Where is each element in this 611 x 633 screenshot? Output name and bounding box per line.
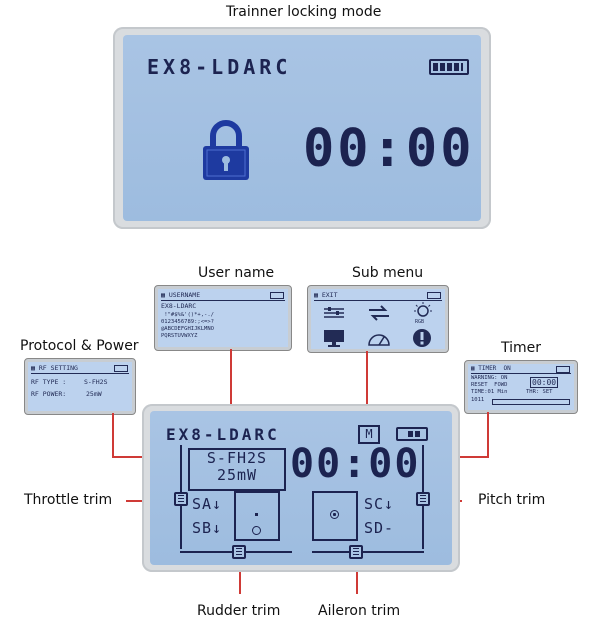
timer-callout-line-v — [487, 412, 489, 458]
lock-screen-display: EX8-LDARC 00:00 — [123, 35, 481, 221]
battery-icon — [114, 365, 128, 372]
rf-type-value[interactable]: S-FH2S — [84, 378, 108, 386]
main-screen-display: EX8-LDARC M S-FH2S 25mW 00:00 SA↓ SB↓ SC… — [150, 411, 452, 565]
aileron-trim-caption: Aileron trim — [318, 603, 401, 619]
left-stick-center — [255, 513, 258, 516]
throttle-trim-marker[interactable] — [174, 492, 188, 506]
rf-setting-screen: ▦ RF SETTING RF TYPE : S-FH2S RF POWER: … — [24, 358, 136, 415]
lock-model-name: EX8-LDARC — [147, 55, 292, 79]
right-stick-position — [330, 510, 339, 519]
battery-icon — [429, 59, 469, 75]
charset-line-1: !"#$%&'()*+,-./ — [161, 312, 214, 318]
pitch-trim-caption: Pitch trim — [478, 492, 546, 508]
rf-power-value[interactable]: 25mW — [86, 390, 102, 398]
pitch-trim-marker[interactable] — [416, 492, 430, 506]
lock-icon — [203, 120, 249, 180]
battery-icon — [427, 292, 441, 299]
timer-caption: Timer — [501, 340, 542, 356]
switch-sa: SA↓ — [192, 495, 223, 513]
username-value: EX8-LDARC — [161, 302, 197, 310]
aileron-trim-track — [312, 551, 424, 553]
gauge-icon[interactable] — [367, 329, 391, 347]
timer-reset[interactable]: RESET FOWD — [471, 382, 508, 388]
rf-type-label: RF TYPE : — [31, 378, 67, 386]
left-stick-box — [234, 491, 280, 541]
protocol-power-caption: Protocol & Power — [20, 338, 139, 354]
main-screen-frame: EX8-LDARC M S-FH2S 25mW 00:00 SA↓ SB↓ SC… — [142, 404, 460, 572]
protocol-value: S-FH2S — [206, 449, 268, 467]
main-model-name: EX8-LDARC — [166, 425, 280, 444]
submenu-screen: ▦ EXIT RGB — [307, 285, 449, 353]
timer-count: 1011 — [471, 397, 485, 403]
battery-icon — [556, 366, 570, 373]
rgb-light-icon[interactable]: RGB — [411, 302, 435, 324]
mode-badge: M — [358, 425, 380, 444]
power-value: 25mW — [216, 466, 258, 484]
rudder-trim-caption: Rudder trim — [197, 603, 281, 619]
timer-time[interactable]: TIME:01 Min — [471, 389, 508, 395]
timer-thr[interactable]: THR: SET — [526, 389, 553, 395]
protocol-power-box[interactable]: S-FH2S 25mW — [188, 448, 286, 491]
charset-line-4: PQRSTUVWXYZ — [161, 333, 198, 339]
username-screen: ▦ USERNAME EX8-LDARC !"#$%&'()*+,-./ 012… — [154, 285, 292, 351]
timer-title: ▦ TIMER ON — [471, 365, 511, 372]
username-callout-line — [230, 349, 232, 425]
battery-icon — [396, 427, 428, 441]
switch-sc: SC↓ — [364, 495, 395, 513]
aileron-trim-marker[interactable] — [349, 545, 363, 559]
swap-arrows-icon[interactable] — [367, 305, 391, 321]
protocol-callout-line-v — [112, 413, 114, 457]
alert-icon[interactable] — [412, 328, 432, 348]
submenu-title: ▦ EXIT — [314, 291, 338, 299]
rf-power-label: RF POWER: — [31, 390, 67, 398]
timer-display: 00:00 — [530, 377, 559, 388]
right-stick-box — [312, 491, 358, 541]
timer-progress-bar — [492, 399, 570, 405]
username-title: ▦ USERNAME — [161, 291, 201, 299]
charset-line-3: @ABCDEFGHIJKLMNO — [161, 326, 214, 332]
aileron-callout-line — [356, 556, 358, 594]
battery-icon — [270, 292, 284, 299]
lock-timer: 00:00 — [303, 119, 475, 179]
svg-text:RGB: RGB — [415, 319, 424, 324]
locking-mode-caption: Trainner locking mode — [226, 4, 382, 20]
rudder-trim-marker[interactable] — [232, 545, 246, 559]
timer-warning[interactable]: WARNING: ON — [471, 375, 508, 381]
switch-sd: SD- — [364, 519, 395, 537]
charset-line-2: 0123456789:;<=>? — [161, 319, 214, 325]
timer-screen: ▦ TIMER ON WARNING: ON RESET FOWD TIME:0… — [464, 360, 578, 414]
throttle-trim-caption: Throttle trim — [24, 492, 113, 508]
user-name-caption: User name — [198, 265, 275, 281]
rf-title: ▦ RF SETTING — [31, 364, 78, 372]
sliders-icon[interactable] — [323, 305, 345, 321]
submenu-callout-line — [366, 351, 368, 429]
lock-screen-frame: EX8-LDARC 00:00 — [113, 27, 491, 229]
monitor-icon[interactable] — [323, 329, 345, 347]
rudder-callout-line — [239, 556, 241, 594]
sub-menu-caption: Sub menu — [352, 265, 424, 281]
switch-sb: SB↓ — [192, 519, 223, 537]
main-timer[interactable]: 00:00 — [290, 441, 421, 487]
left-stick-position — [252, 526, 261, 535]
